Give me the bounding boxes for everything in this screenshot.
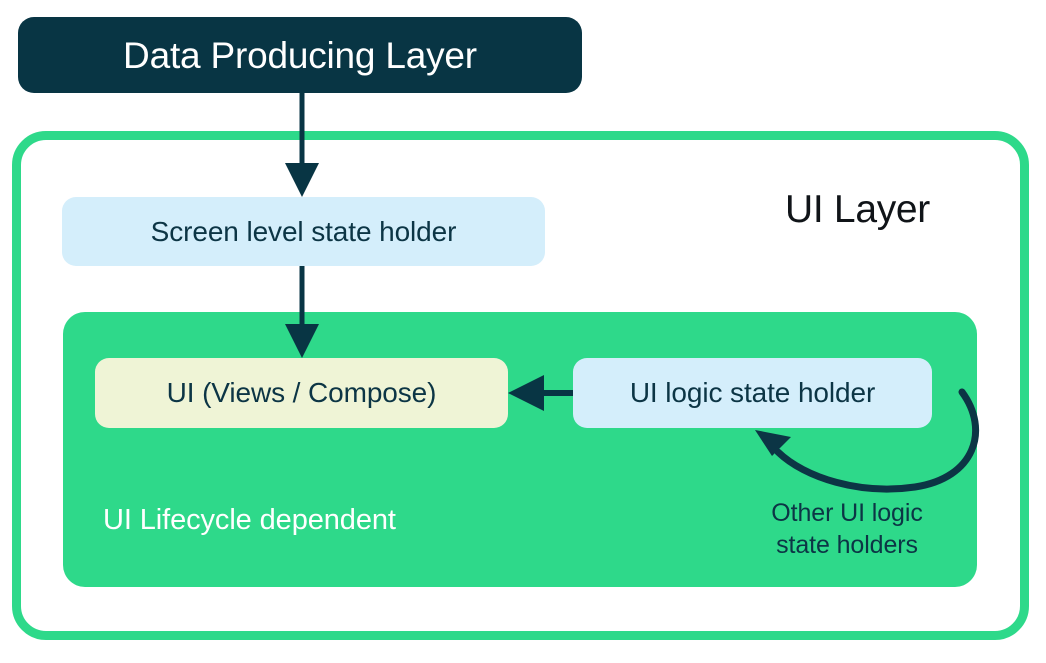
ui-views-compose-label: UI (Views / Compose) (166, 377, 437, 408)
data-producing-layer-label: Data Producing Layer (123, 34, 477, 76)
other-ui-logic-state-holders-caption: Other UI logic state holders (747, 497, 947, 561)
other-ui-logic-state-holders-line2: state holders (776, 531, 918, 559)
other-ui-logic-state-holders-line1: Other UI logic (771, 499, 923, 527)
node-screen-level-state-holder[interactable]: Screen level state holder (62, 197, 545, 266)
screen-level-state-holder-label: Screen level state holder (150, 215, 457, 247)
node-ui-views-compose[interactable]: UI (Views / Compose) (95, 358, 508, 428)
node-ui-logic-state-holder[interactable]: UI logic state holder (573, 358, 932, 428)
node-data-producing-layer[interactable]: Data Producing Layer (18, 17, 582, 93)
container-ui-layer (12, 131, 1029, 640)
ui-layer-title: UI Layer (785, 188, 930, 231)
ui-lifecycle-dependent-label: UI Lifecycle dependent (103, 504, 396, 536)
ui-logic-state-holder-label: UI logic state holder (629, 377, 876, 408)
